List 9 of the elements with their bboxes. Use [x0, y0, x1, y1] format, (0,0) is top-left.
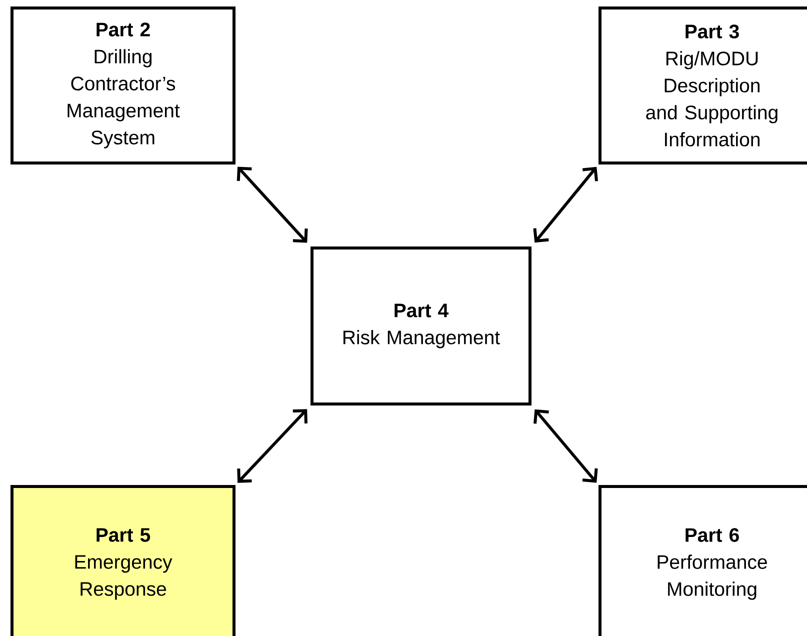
text-box: Part 4 Risk Management: [310, 246, 532, 406]
text-box: Part 3 Rig/MODU Description and Supporting Information: [598, 6, 807, 164]
arrow: [237, 409, 308, 483]
arrow: [236, 166, 308, 243]
text-box: Part 5 Emergency Response: [10, 485, 236, 636]
text-box: Part 6 Performance Monitoring: [598, 485, 807, 636]
text-box: Part 2 Drilling Contractor’s Management System: [10, 6, 236, 164]
arrow: [533, 166, 598, 243]
arrow: [534, 409, 598, 483]
